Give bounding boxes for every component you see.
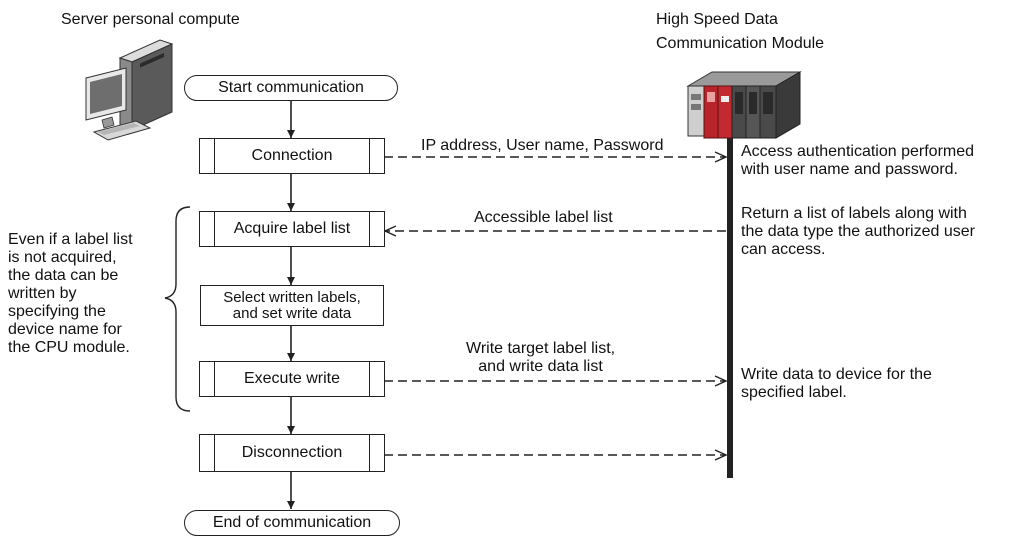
select-label-line2: and set write data [232,304,352,322]
start-terminal: Start communication [184,75,398,101]
acquire-module-note: Return a list of labels along with the d… [741,205,975,258]
connection-message-label: IP address, User name, Password [421,137,664,154]
select-process: Select written labels, and set write dat… [200,285,384,326]
connection-label: Connection [251,147,333,164]
computer-icon [85,39,174,141]
module-lifeline [727,118,733,478]
connection-process: Connection [199,138,385,174]
acquire-message-label: Accessible label list [474,209,613,226]
execute-process: Execute write [199,361,385,397]
brace [164,206,191,412]
acquire-process: Acquire label list [199,211,385,247]
module-title-line1: High Speed Data [656,11,778,28]
message-arrows [383,151,728,461]
execute-module-note: Write data to device for the specified l… [741,366,932,401]
disconnection-process: Disconnection [199,434,385,472]
module-title-line2: Communication Module [656,35,825,52]
connection-module-note: Access authentication performed with use… [741,143,975,178]
side-note: Even if a label list is not acquired, th… [8,231,133,356]
select-label-line1: Select written labels, [223,288,361,306]
end-label: End of communication [212,514,372,531]
disconnection-label: Disconnection [241,444,343,461]
start-label: Start communication [218,79,364,96]
end-terminal: End of communication [184,510,400,536]
acquire-label: Acquire label list [233,220,351,237]
execute-message-label: Write target label list, and write data … [466,340,616,375]
plc-module-icon [686,71,802,139]
execute-label: Execute write [243,370,341,387]
server-title: Server personal compute [61,11,240,28]
